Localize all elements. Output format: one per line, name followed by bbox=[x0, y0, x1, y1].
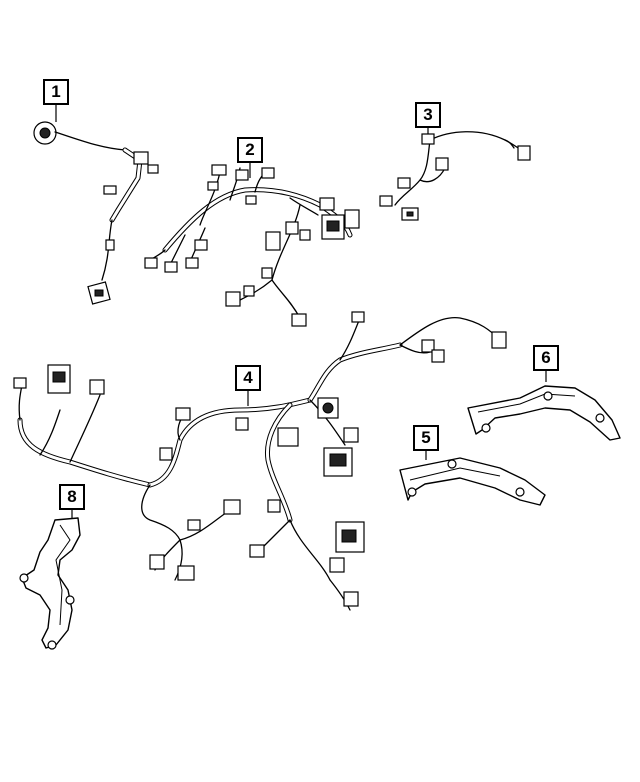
callout-5: 5 bbox=[413, 425, 439, 451]
shield-part-5 bbox=[399, 450, 546, 506]
callout-1: 1 bbox=[43, 79, 69, 105]
callout-3: 3 bbox=[415, 102, 441, 128]
callout-8: 8 bbox=[59, 484, 85, 510]
harness-part-1 bbox=[33, 104, 159, 305]
shield-part-6 bbox=[467, 369, 621, 441]
harness-part-2 bbox=[144, 162, 360, 327]
callout-2: 2 bbox=[237, 137, 263, 163]
harness-part-3 bbox=[379, 127, 531, 221]
harness-part-4 bbox=[13, 311, 507, 611]
cover-part-8 bbox=[19, 508, 81, 650]
callout-6: 6 bbox=[533, 345, 559, 371]
callout-4: 4 bbox=[235, 365, 261, 391]
